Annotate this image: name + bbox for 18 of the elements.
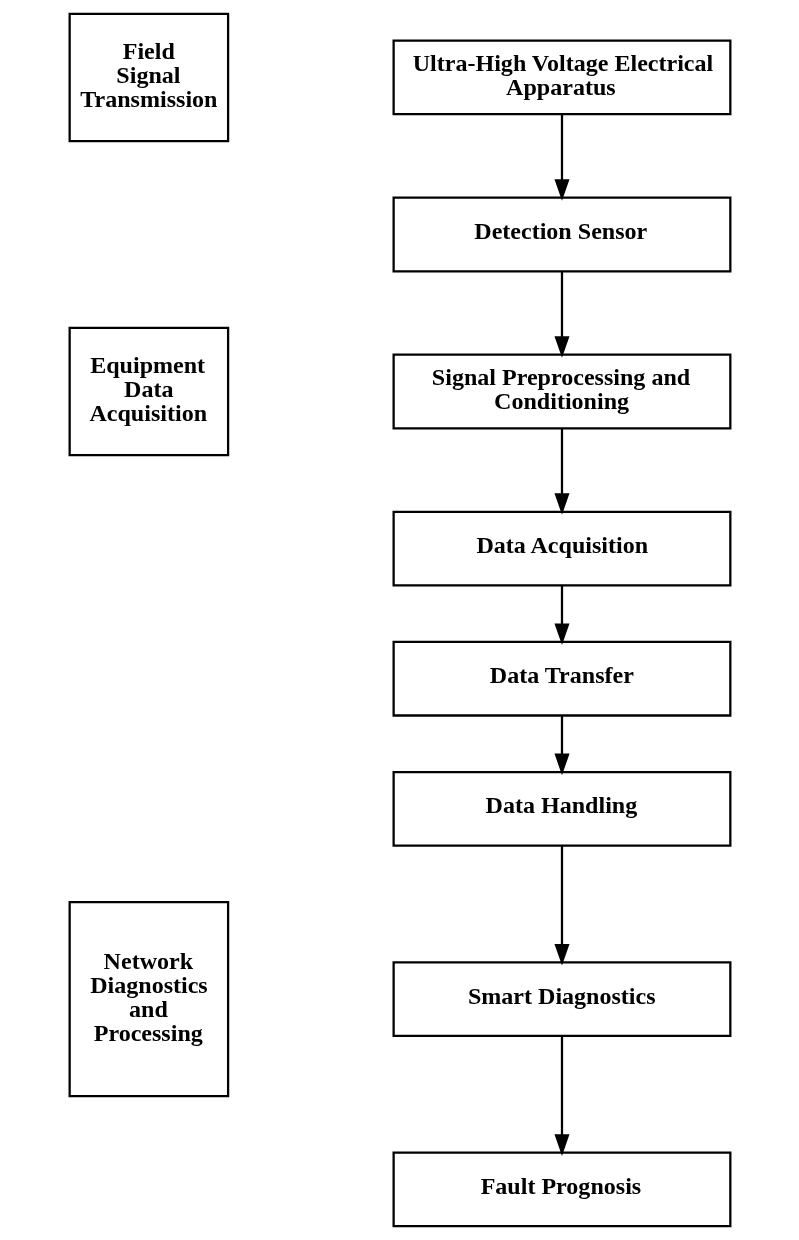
node-box: Ultra-High Voltage Electrical Apparatus [392,39,731,116]
arrow [553,1036,570,1156]
arrow [553,428,570,515]
node-box: Equipment Data Acquisition [68,326,229,457]
node-box: Network Diagnostics and Processing [68,901,229,1098]
arrow [553,585,570,645]
arrow [553,715,570,776]
node-box: Field Signal Transmission [68,12,229,143]
node-box: Data Acquisition [392,510,731,587]
arrow [553,271,570,358]
node-box: Fault Prognosis [392,1151,731,1228]
arrow [553,846,570,966]
node-box: Detection Sensor [392,196,731,273]
node-box: Data Handling [392,770,731,847]
node-box: Data Transfer [392,640,731,717]
node-box: Smart Diagnostics [392,961,731,1038]
node-box: Signal Preprocessing and Conditioning [392,353,731,430]
arrow [553,114,570,201]
